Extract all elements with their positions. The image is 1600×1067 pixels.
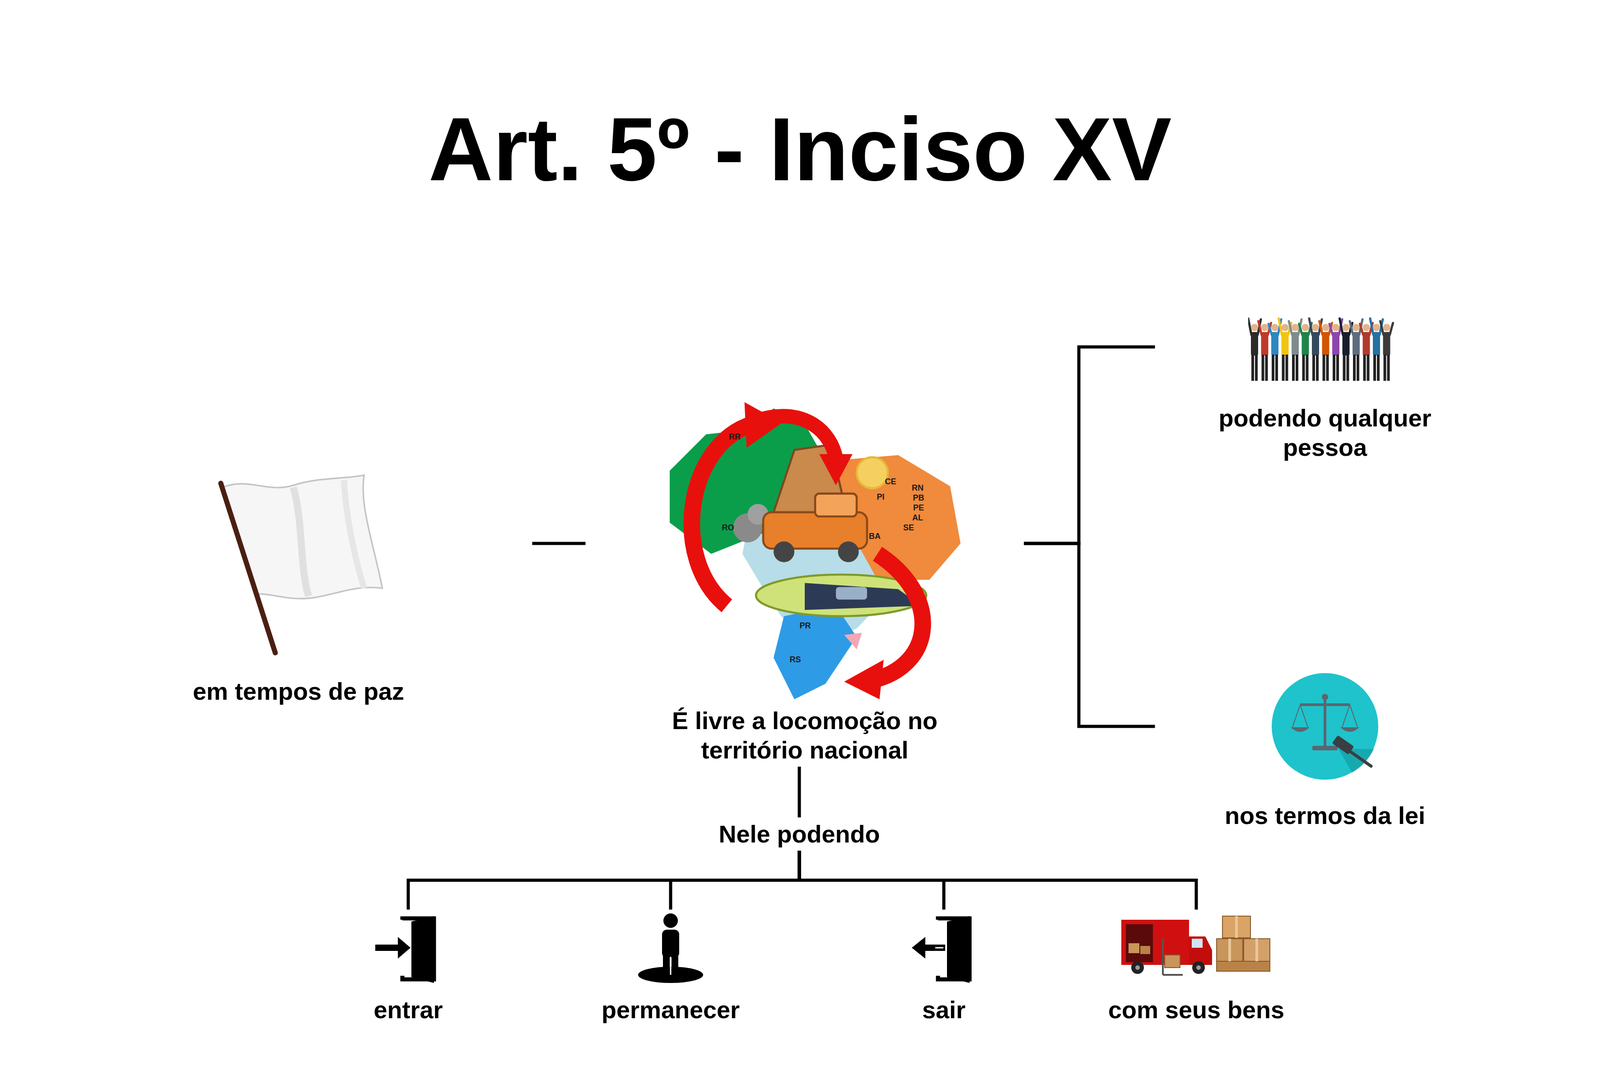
standing-person-icon — [636, 911, 705, 984]
node-text: nos termos da lei — [1224, 800, 1426, 831]
node-text: entrar — [373, 994, 443, 1025]
brazil-map-icon — [648, 387, 961, 700]
connector-line — [408, 852, 800, 908]
node-text: com seus bens — [1108, 994, 1285, 1025]
enter-door-icon — [374, 911, 443, 984]
connector-line — [1025, 543, 1154, 727]
action-box: permanecer — [592, 907, 750, 1028]
state-abbreviation: CE — [884, 477, 896, 486]
connector-line — [670, 852, 800, 908]
state-abbreviation: SE — [903, 523, 915, 532]
node-text: podendo qualquer pessoa — [1198, 403, 1452, 462]
state-abbreviation: RN — [911, 483, 924, 492]
state-abbreviation: RS — [789, 655, 801, 664]
justice-scales-icon — [1270, 671, 1380, 781]
connector-line — [799, 852, 1197, 908]
state-abbreviation: PR — [799, 621, 811, 630]
state-abbreviation: PI — [876, 492, 885, 501]
subject-box: podendo qualquer pessoa — [1153, 302, 1497, 466]
state-abbreviation: PB — [912, 493, 924, 502]
freedom-box: É livre a locomoção no território nacion… — [583, 383, 1026, 769]
state-abbreviation: BA — [868, 531, 881, 541]
law-box: nos termos da lei — [1153, 668, 1497, 834]
exit-door-icon — [909, 911, 978, 984]
action-box: sair — [900, 907, 987, 1028]
node-text: sair — [922, 994, 966, 1025]
action-box: entrar — [364, 907, 453, 1028]
connector-line — [797, 768, 802, 816]
state-abbreviation: RO — [722, 523, 735, 532]
title: Art. 5º - Inciso XV — [0, 104, 1600, 195]
connector-line — [533, 541, 584, 546]
condition-box: em tempos de paz — [63, 469, 534, 710]
connector-line — [1025, 346, 1154, 544]
state-abbreviation: PE — [913, 503, 924, 512]
moving-truck-icon — [1119, 911, 1274, 984]
state-abbreviation: RR — [728, 432, 741, 441]
node-text: permanecer — [601, 994, 740, 1025]
node-text: Nele podendo — [718, 819, 880, 849]
node-text: em tempos de paz — [192, 676, 405, 706]
action-box: com seus bens — [1099, 907, 1294, 1028]
white-flag-icon — [212, 473, 385, 659]
branch-label: Nele podendo — [709, 815, 890, 853]
node-text: É livre a locomoção no território nacion… — [662, 705, 947, 765]
state-abbreviation: AL — [912, 513, 924, 522]
crowd-icon — [1248, 306, 1402, 388]
